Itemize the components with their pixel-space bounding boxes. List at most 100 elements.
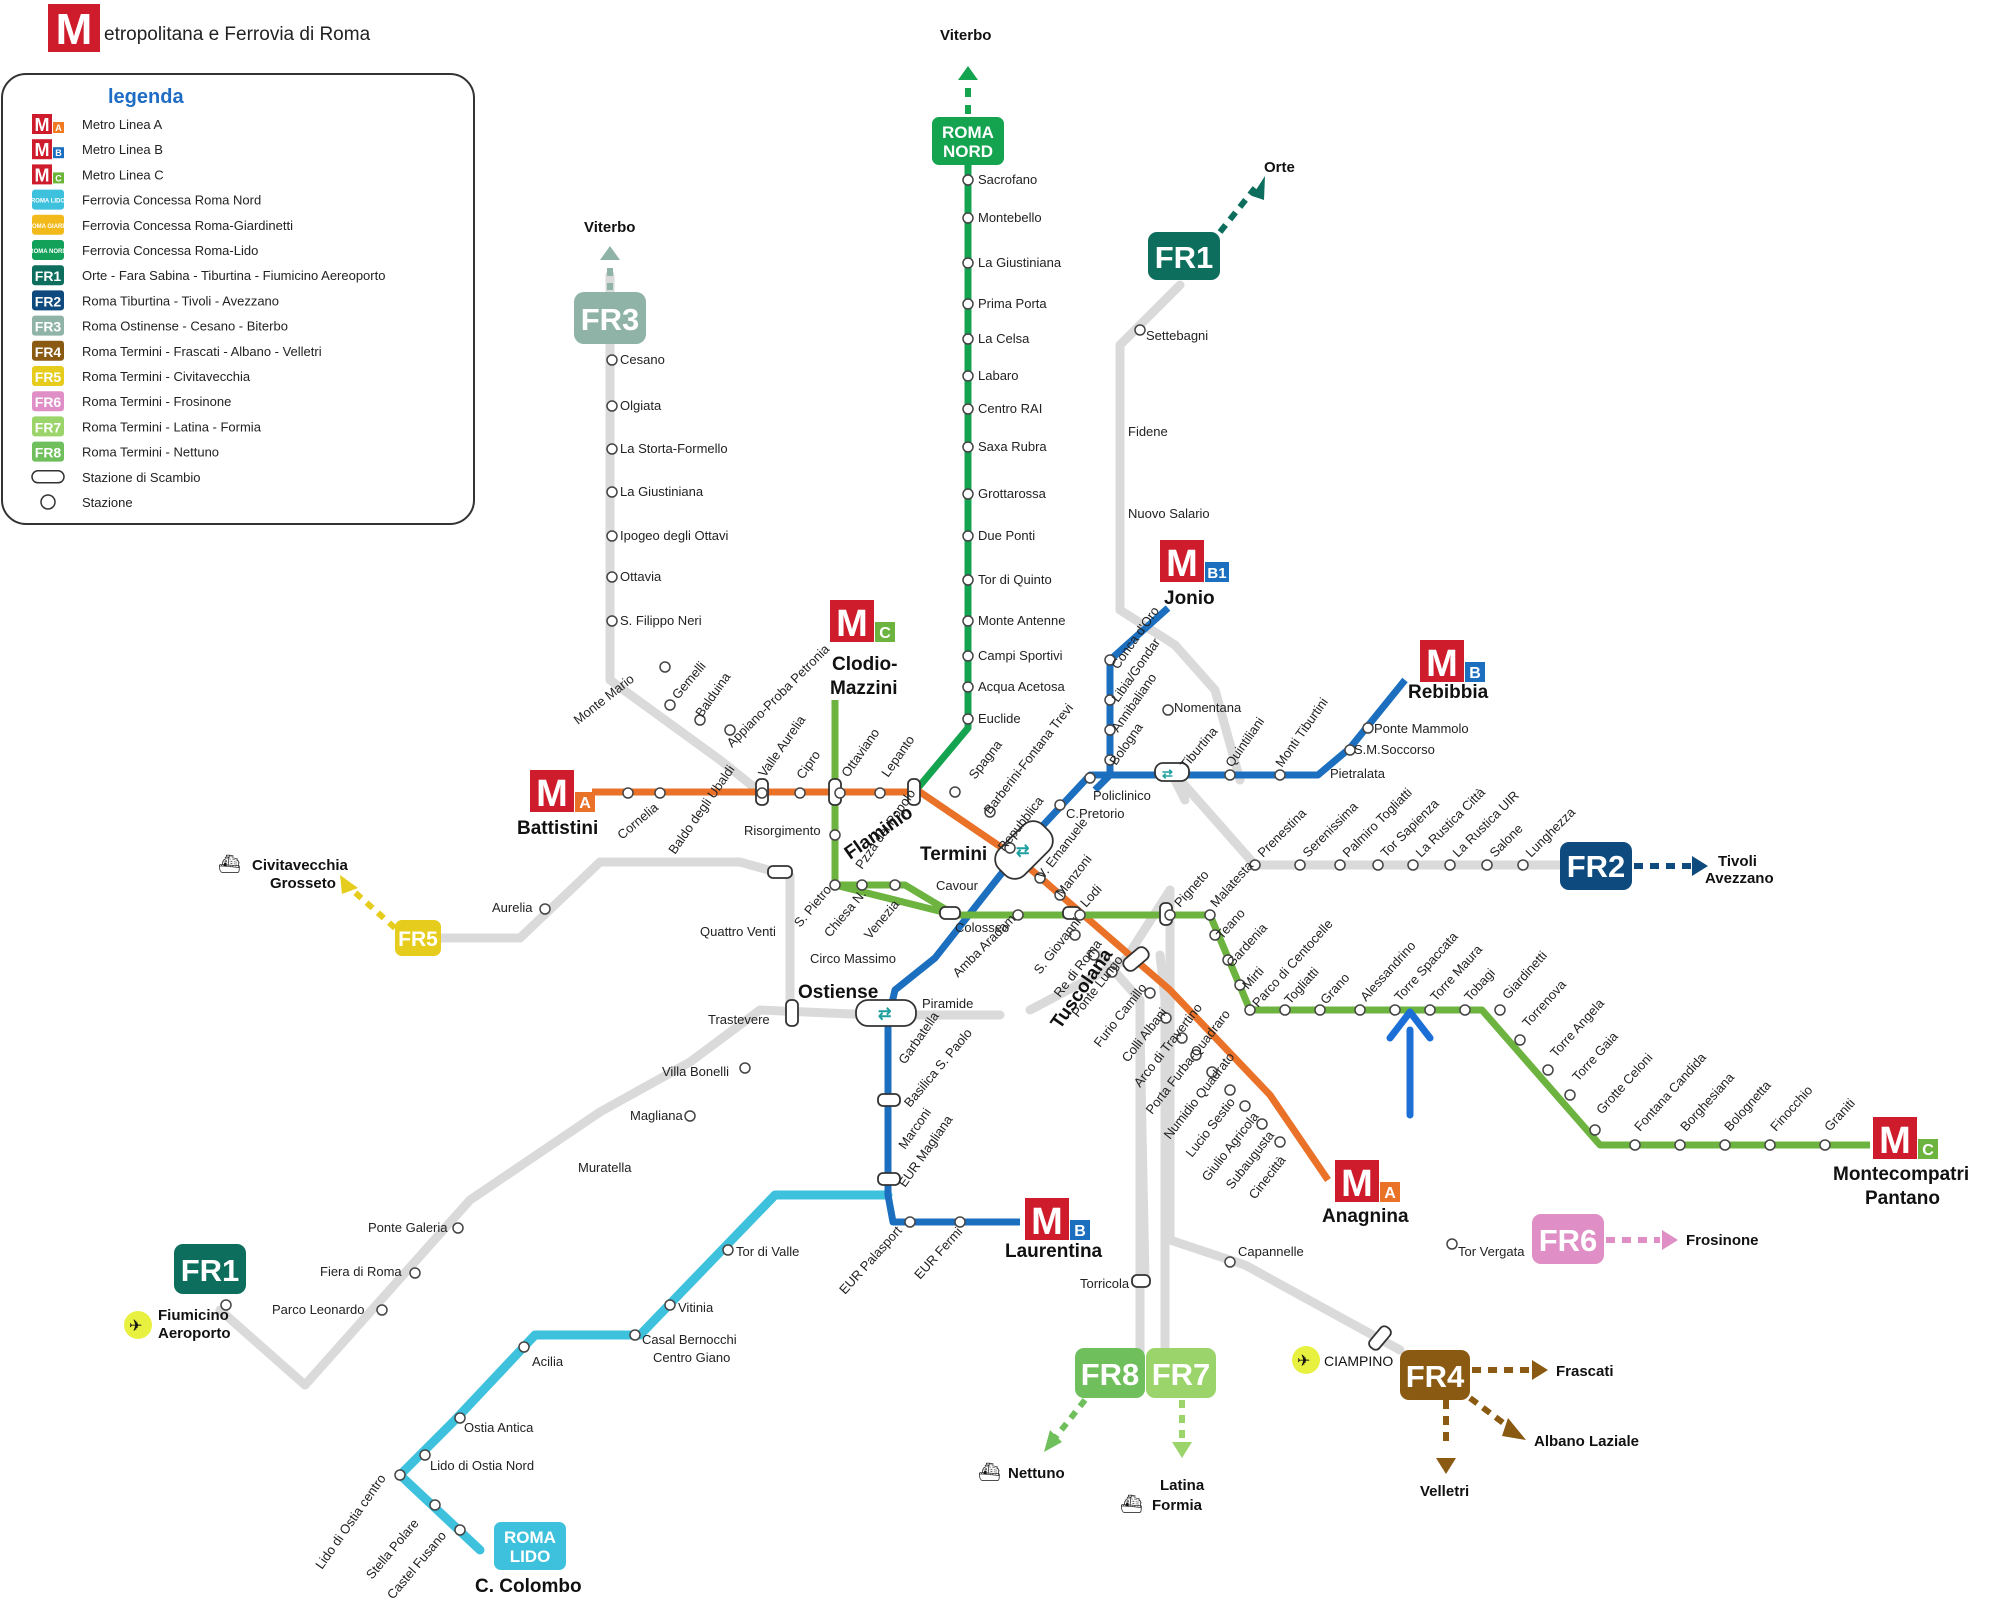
station-dot[interactable] (1206, 1066, 1218, 1078)
station-dot[interactable] (376, 1304, 388, 1316)
station-dot[interactable] (622, 787, 634, 799)
station-dot[interactable] (1144, 987, 1156, 999)
station-dot[interactable] (664, 1299, 676, 1311)
station-dot[interactable] (889, 879, 901, 891)
station-dot[interactable] (409, 1267, 421, 1279)
marconi-interchange[interactable] (877, 1093, 901, 1107)
station-dot[interactable] (1104, 654, 1116, 666)
station-dot[interactable] (1106, 966, 1118, 978)
station-dot[interactable] (1819, 1139, 1831, 1151)
station-dot[interactable] (694, 714, 706, 726)
station-dot[interactable] (539, 903, 551, 915)
station-dot[interactable] (984, 806, 996, 818)
station-dot[interactable] (1104, 694, 1116, 706)
station-dot[interactable] (1334, 859, 1346, 871)
station-dot[interactable] (1160, 1012, 1172, 1024)
station-dot[interactable] (1224, 769, 1236, 781)
station-dot[interactable] (1209, 929, 1221, 941)
station-dot[interactable] (962, 713, 974, 725)
station-dot[interactable] (962, 488, 974, 500)
station-dot[interactable] (962, 370, 974, 382)
station-dot[interactable] (1274, 1136, 1286, 1148)
station-dot[interactable] (1190, 1049, 1202, 1061)
station-dot[interactable] (1362, 722, 1374, 734)
termini-interchange[interactable] (989, 815, 1058, 884)
station-dot[interactable] (962, 615, 974, 627)
station-dot[interactable] (1104, 724, 1116, 736)
station-dot[interactable] (1674, 1139, 1686, 1151)
station-dot[interactable] (1204, 909, 1216, 921)
station-dot[interactable] (1372, 859, 1384, 871)
station-dot[interactable] (606, 486, 618, 498)
station-dot[interactable] (1354, 1004, 1366, 1016)
station-dot[interactable] (1084, 772, 1096, 784)
station-dot[interactable] (1517, 859, 1529, 871)
station-dot[interactable] (1407, 859, 1419, 871)
station-dot[interactable] (1719, 1139, 1731, 1151)
station-dot[interactable] (1012, 909, 1024, 921)
station-dot[interactable] (629, 1329, 641, 1341)
ciampino-interchange[interactable] (1367, 1324, 1393, 1352)
station-dot[interactable] (1054, 799, 1066, 811)
station-dot[interactable] (1459, 1004, 1471, 1016)
eur-magliana-interchange[interactable] (877, 1172, 901, 1186)
station-dot[interactable] (1162, 704, 1174, 716)
station-dot[interactable] (962, 650, 974, 662)
station-dot[interactable] (1542, 1064, 1554, 1076)
station-dot[interactable] (724, 724, 736, 736)
station-dot[interactable] (1494, 1004, 1506, 1016)
station-dot[interactable] (684, 1110, 696, 1122)
station-dot[interactable] (1224, 1256, 1236, 1268)
station-dot[interactable] (1088, 949, 1100, 961)
station-dot[interactable] (722, 1244, 734, 1256)
station-dot[interactable] (1224, 1084, 1236, 1096)
station-dot[interactable] (1256, 1118, 1268, 1130)
station-dot[interactable] (1134, 324, 1146, 336)
station-dot[interactable] (962, 403, 974, 415)
station-dot[interactable] (606, 571, 618, 583)
station-dot[interactable] (962, 530, 974, 542)
station-dot[interactable] (794, 787, 806, 799)
station-dot[interactable] (1564, 1089, 1576, 1101)
station-dot[interactable] (962, 174, 974, 186)
station-dot[interactable] (1764, 1139, 1776, 1151)
flaminio-interchange[interactable] (907, 778, 921, 806)
station-dot[interactable] (518, 1341, 530, 1353)
station-dot[interactable] (1514, 1034, 1526, 1046)
station-dot[interactable] (1104, 754, 1116, 766)
ostiense-interchange[interactable] (855, 999, 917, 1027)
station-dot[interactable] (834, 787, 846, 799)
station-dot[interactable] (1424, 1004, 1436, 1016)
station-dot[interactable] (856, 879, 868, 891)
torricola-interchange[interactable] (1131, 1274, 1151, 1288)
s-pietro-interchange[interactable] (767, 865, 793, 879)
station-dot[interactable] (394, 1469, 406, 1481)
station-dot[interactable] (829, 829, 841, 841)
tiburtina-interchange[interactable] (1154, 762, 1190, 782)
station-dot[interactable] (829, 879, 841, 891)
station-dot[interactable] (962, 441, 974, 453)
station-dot[interactable] (1176, 1032, 1188, 1044)
station-dot[interactable] (454, 1412, 466, 1424)
station-dot[interactable] (1314, 1004, 1326, 1016)
station-dot[interactable] (1054, 889, 1066, 901)
station-dot[interactable] (1222, 954, 1234, 966)
station-dot[interactable] (664, 699, 676, 711)
station-dot[interactable] (962, 333, 974, 345)
station-dot[interactable] (1446, 1238, 1458, 1250)
station-dot[interactable] (1034, 872, 1046, 884)
station-dot[interactable] (1164, 909, 1176, 921)
station-dot[interactable] (1069, 929, 1081, 941)
station-dot[interactable] (1004, 842, 1016, 854)
station-dot[interactable] (756, 787, 768, 799)
station-dot[interactable] (1389, 1004, 1401, 1016)
station-dot[interactable] (962, 257, 974, 269)
station-dot[interactable] (452, 1222, 464, 1234)
station-dot[interactable] (1344, 744, 1356, 756)
station-dot[interactable] (1629, 1139, 1641, 1151)
station-dot[interactable] (1294, 859, 1306, 871)
station-dot[interactable] (874, 787, 886, 799)
colosseo-interchange[interactable] (939, 906, 961, 920)
station-dot[interactable] (1481, 859, 1493, 871)
station-dot[interactable] (1279, 1004, 1291, 1016)
